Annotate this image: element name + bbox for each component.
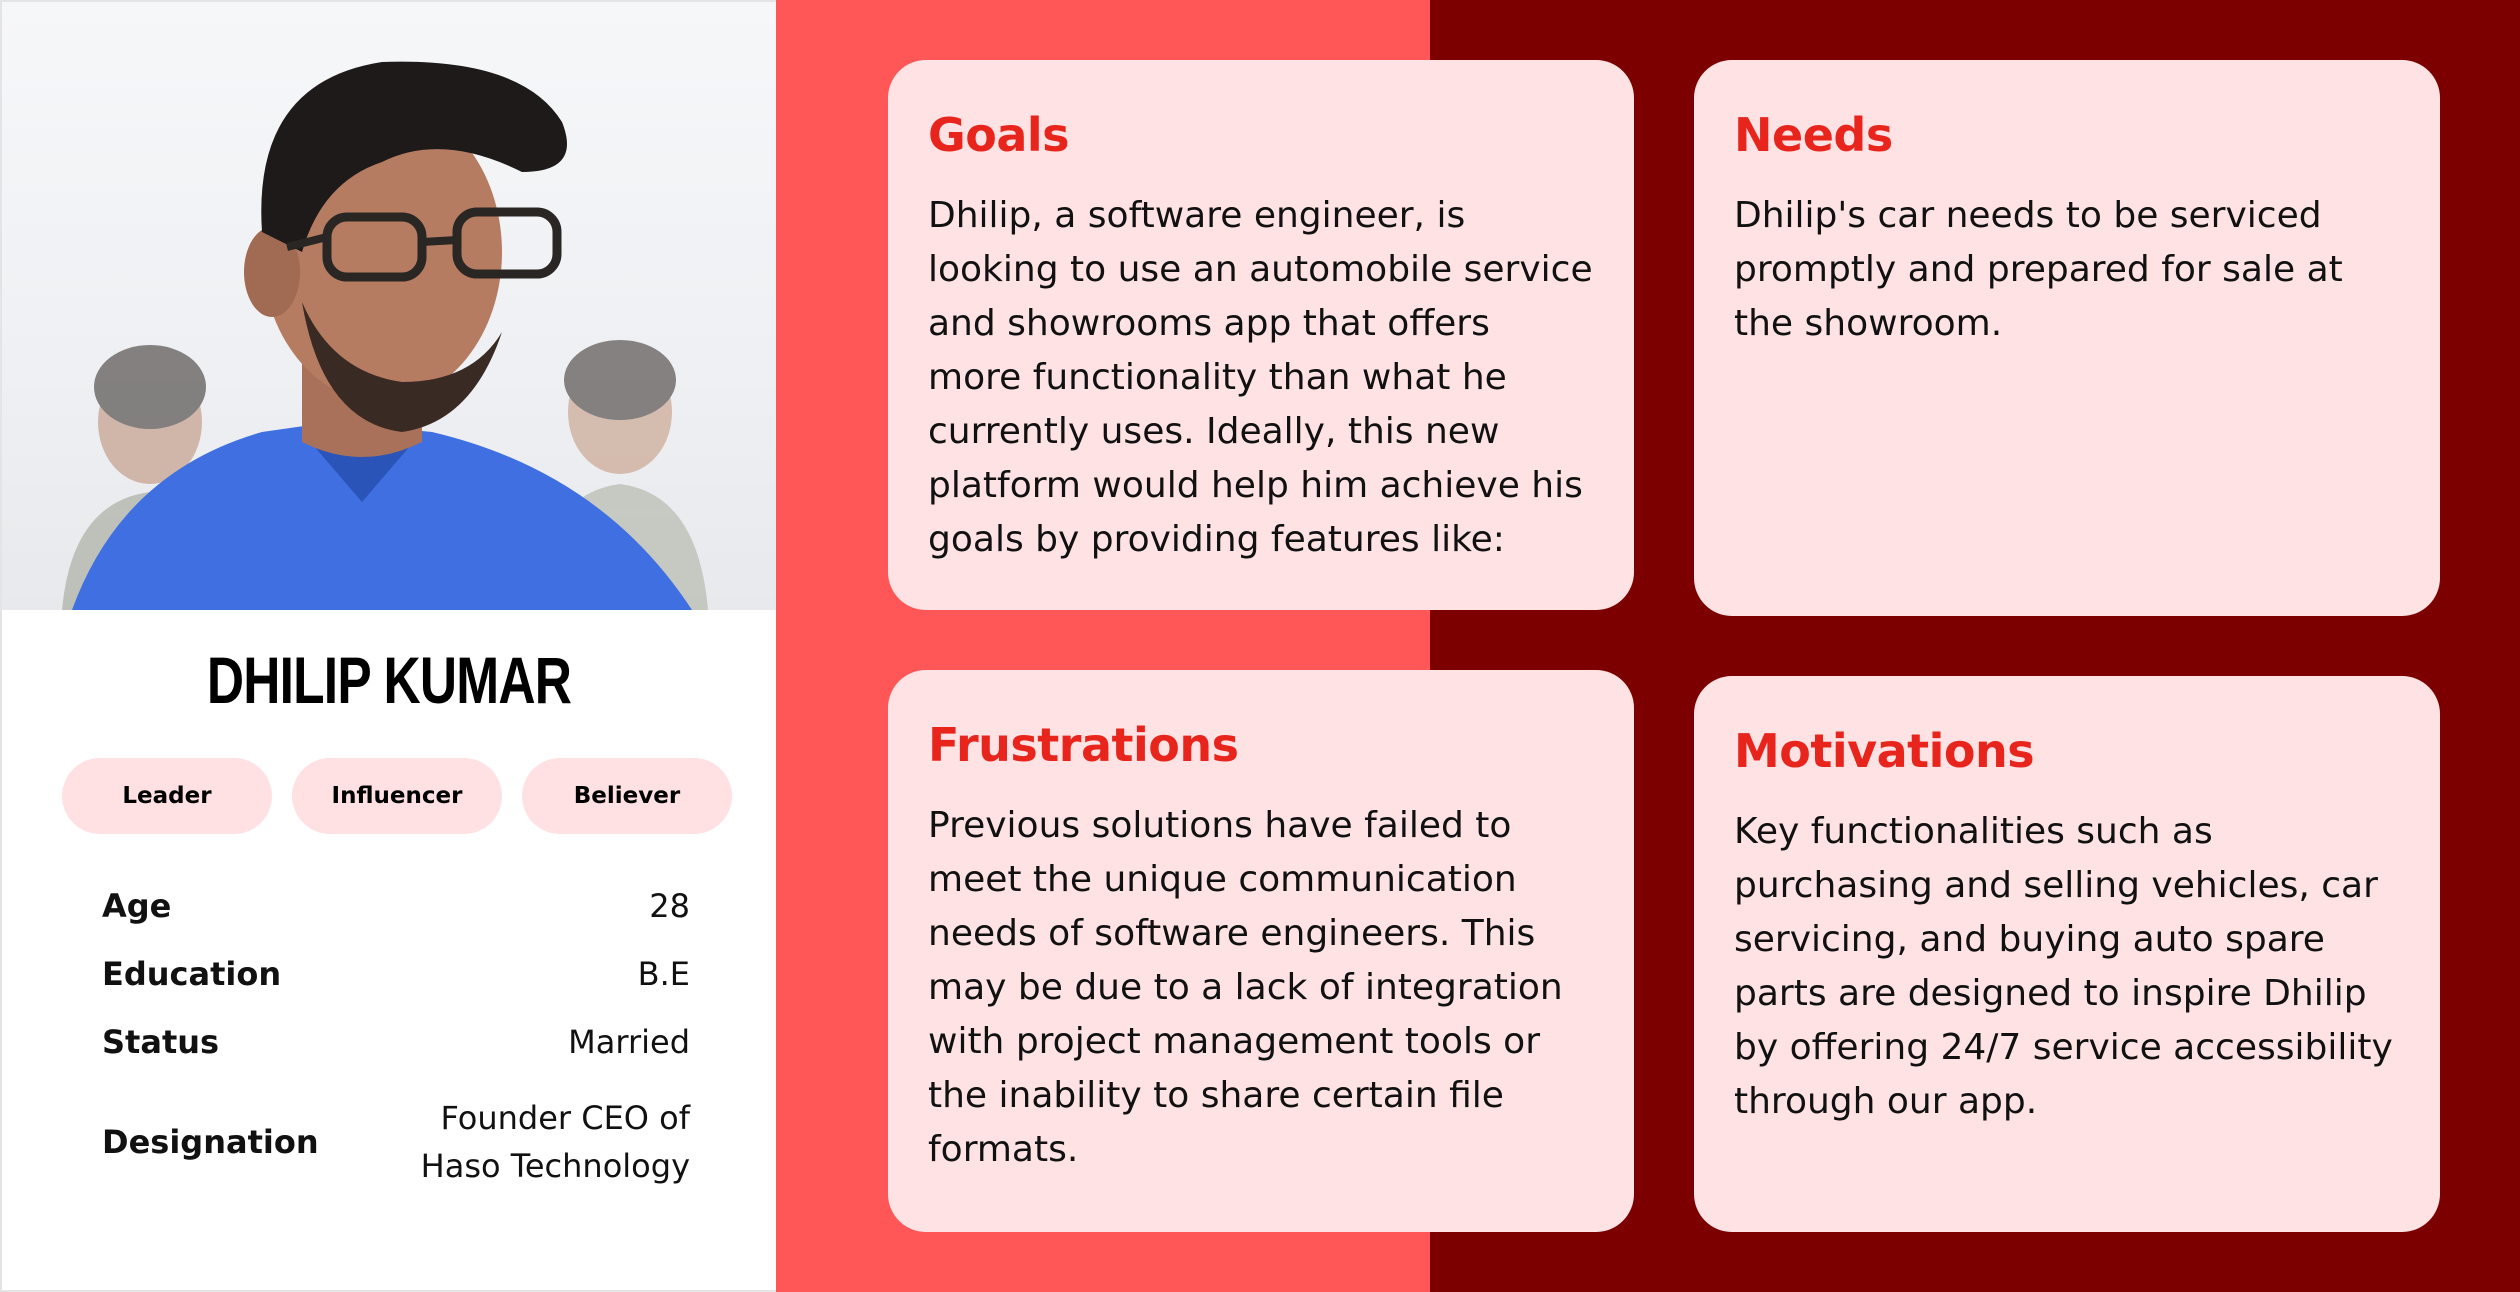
- motivations-card: Motivations Key functionalities such as …: [1694, 676, 2440, 1232]
- card-title: Needs: [1734, 108, 1893, 162]
- card-body: Previous solutions have failed to meet t…: [928, 805, 1563, 1171]
- person-illustration-icon: [62, 61, 708, 610]
- fact-label: Education: [102, 955, 282, 993]
- profile-panel: DHILIP KUMAR Leader Influencer Believer …: [0, 0, 776, 1292]
- fact-row-age: Age 28: [102, 882, 690, 930]
- persona-tags: Leader Influencer Believer: [62, 758, 732, 834]
- persona-name: DHILIP KUMAR: [206, 643, 572, 717]
- card-body: Dhilip, a software engineer, is looking …: [928, 195, 1593, 561]
- profile-photo: [2, 2, 776, 610]
- card-title: Motivations: [1734, 724, 2035, 778]
- fact-label: Designation: [102, 1123, 319, 1161]
- fact-value-line: Haso Technology: [420, 1147, 690, 1185]
- card-body: Key functionalities such as purchasing a…: [1734, 811, 2393, 1123]
- frustrations-card: Frustrations Previous solutions have fai…: [888, 670, 1634, 1232]
- card-body: Dhilip's car needs to be serviced prompt…: [1734, 195, 2343, 345]
- fact-value: 28: [649, 887, 690, 925]
- fact-label: Status: [102, 1023, 220, 1061]
- fact-value: Married: [568, 1023, 690, 1061]
- fact-row-designation: Designation Founder CEO of Haso Technolo…: [102, 1094, 690, 1190]
- fact-value-line: Founder CEO of: [440, 1099, 691, 1137]
- goals-card: Goals Dhilip, a software engineer, is lo…: [888, 60, 1634, 610]
- tag-chip: Influencer: [292, 758, 502, 834]
- tag-chip: Believer: [522, 758, 732, 834]
- card-title: Frustrations: [928, 718, 1239, 772]
- fact-value: B.E: [637, 955, 690, 993]
- card-title: Goals: [928, 108, 1070, 162]
- fact-label: Age: [102, 887, 172, 925]
- fact-row-status: Status Married: [102, 1018, 690, 1066]
- needs-card: Needs Dhilip's car needs to be serviced …: [1694, 60, 2440, 616]
- fact-row-education: Education B.E: [102, 950, 690, 998]
- tag-chip: Leader: [62, 758, 272, 834]
- fact-value: Founder CEO of Haso Technology: [421, 1094, 690, 1190]
